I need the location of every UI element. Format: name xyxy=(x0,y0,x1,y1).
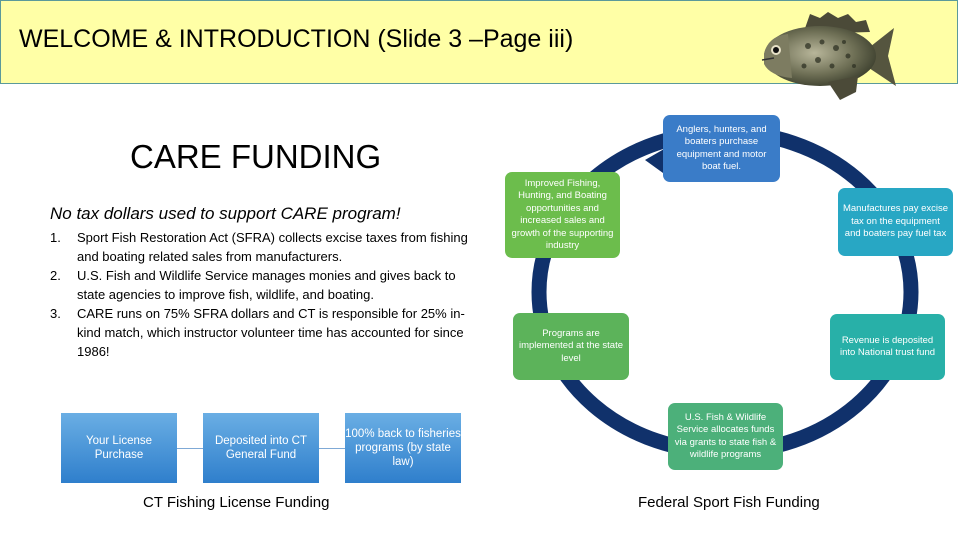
care-funding-heading: CARE FUNDING xyxy=(130,138,382,175)
cycle-step-improved-opportunities: Improved Fishing, Hunting, and Boating o… xyxy=(505,172,620,258)
crappie-fish-icon xyxy=(761,12,896,100)
list-number: 1. xyxy=(50,230,61,245)
cycle-step-excise-tax: Manufactures pay excise tax on the equip… xyxy=(838,188,953,256)
ct-license-caption: CT Fishing License Funding xyxy=(143,494,330,511)
list-item: 2. U.S. Fish and Wildlife Service manage… xyxy=(50,266,480,304)
list-item-text: Sport Fish Restoration Act (SFRA) collec… xyxy=(77,230,468,264)
cycle-step-usfws-grants: U.S. Fish & Wildlife Service allocates f… xyxy=(668,403,783,470)
flow-box-general-fund: Deposited into CT General Fund xyxy=(203,413,319,483)
list-number: 3. xyxy=(50,306,61,321)
funding-points-list: 1. Sport Fish Restoration Act (SFRA) col… xyxy=(50,228,480,361)
flow-connector xyxy=(319,448,345,449)
flow-box-license-purchase: Your License Purchase xyxy=(61,413,177,483)
cycle-step-state-programs: Programs are implemented at the state le… xyxy=(513,313,629,380)
list-item: 3. CARE runs on 75% SFRA dollars and CT … xyxy=(50,304,480,361)
flow-connector xyxy=(177,448,203,449)
flow-box-fisheries-programs: 100% back to fisheries programs (by stat… xyxy=(345,413,461,483)
list-item-text: U.S. Fish and Wildlife Service manages m… xyxy=(77,268,456,302)
cycle-step-trust-fund: Revenue is deposited into National trust… xyxy=(830,314,945,380)
federal-funding-caption: Federal Sport Fish Funding xyxy=(638,494,820,511)
cycle-step-anglers-purchase: Anglers, hunters, and boaters purchase e… xyxy=(663,115,780,182)
list-item-text: CARE runs on 75% SFRA dollars and CT is … xyxy=(77,306,465,359)
no-tax-tagline: No tax dollars used to support CARE prog… xyxy=(50,204,401,223)
list-number: 2. xyxy=(50,268,61,283)
slide-title: WELCOME & INTRODUCTION (Slide 3 –Page ii… xyxy=(19,25,574,53)
list-item: 1. Sport Fish Restoration Act (SFRA) col… xyxy=(50,228,480,266)
